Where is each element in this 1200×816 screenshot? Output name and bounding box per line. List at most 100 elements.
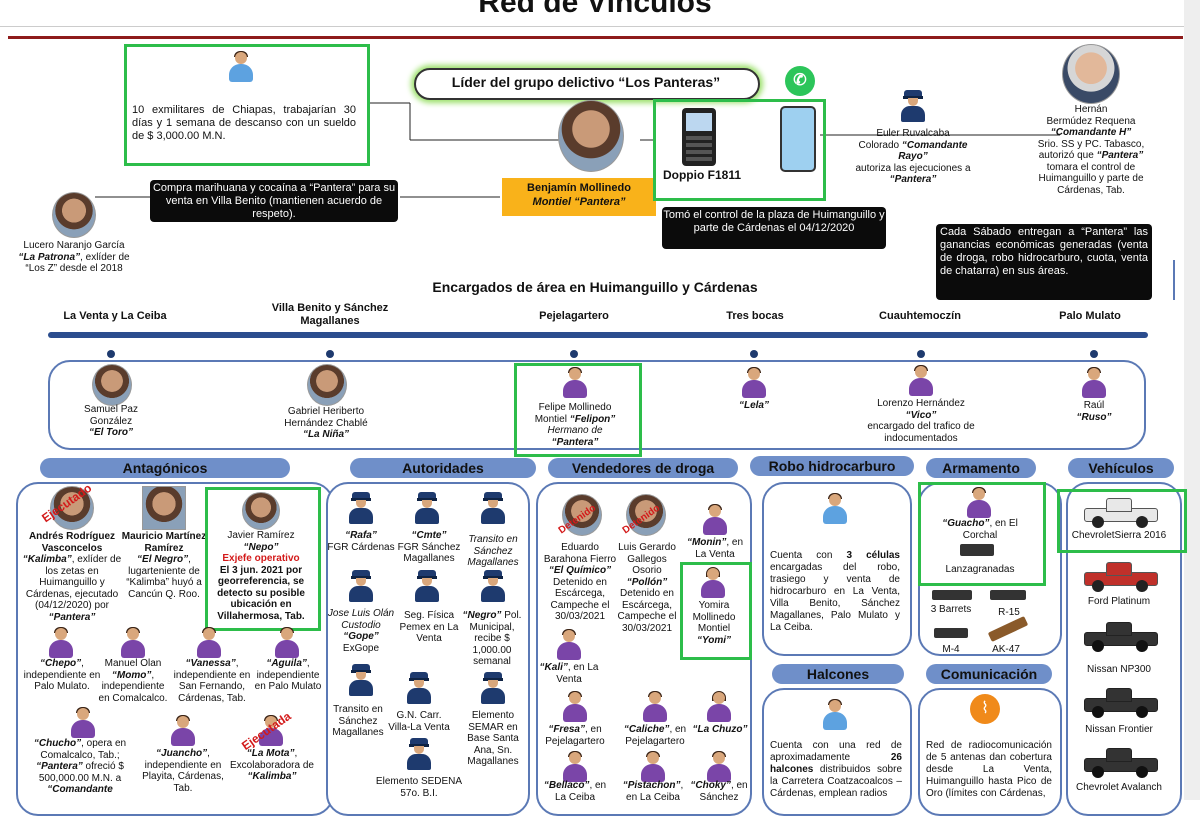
police-avatar-icon: [406, 672, 432, 704]
police-avatar-icon: [414, 570, 440, 602]
lamota-avatar-icon: [258, 715, 284, 746]
auth-alias: “Cmte”: [411, 530, 447, 541]
javier-caption: Javier Ramírez “Nepo” Exjefe operativo E…: [208, 530, 314, 622]
phone-label: Doppio F1811: [662, 168, 742, 182]
enc-alias2: “Pantera”: [551, 436, 599, 448]
ven-alias: “Caliche”: [623, 724, 670, 735]
autoridad-caption: Transito en Sánchez Magallanes: [462, 534, 524, 569]
manuel-caption: Manuel Olan “Momo”, independiente en Com…: [96, 658, 170, 704]
ven-alias: “Pollón”: [626, 576, 668, 588]
euler-alias2: “Pantera”: [889, 174, 937, 185]
autoridad-caption: Jose Luis Olán Custodio “Gope” ExGope: [326, 608, 396, 654]
aguila-caption: “Aguila”, independiente en Palo Mulato: [250, 658, 326, 693]
felipe-box: [514, 363, 642, 457]
patrona-alias: “La Patrona”: [18, 251, 81, 263]
exmilitares-text: 10 exmilitares de Chiapas, trabajarían 3…: [132, 104, 356, 142]
encargado-ruso: Raúl “Ruso”: [1062, 400, 1126, 423]
patrona-desc: , exlíder de “Los Z” desde el 2018: [25, 251, 130, 275]
leader-name-box: [502, 178, 656, 216]
grenade-launcher-icon: [960, 544, 994, 556]
leader-name-line2: Montiel “Pantera”: [532, 196, 626, 208]
autoridad-caption: G.N. Carr. Villa-La Venta: [386, 710, 452, 733]
bellaco-caption: “Bellaco”, en La Ceiba: [540, 780, 610, 803]
truck-icon: [1080, 618, 1160, 652]
robo-t2: encargadas del robo, trasiego y venta de…: [770, 562, 900, 633]
guacho-avatar-icon: [966, 487, 992, 518]
chuzo-caption: “La Chuzo”: [690, 724, 750, 736]
section-armamento: Armamento: [926, 458, 1036, 478]
juancho-desc: , independiente en Playita, Cárdenas, Ta…: [142, 748, 224, 794]
ven-alias: “Bellaco”: [543, 780, 590, 791]
encargado-vico: Lorenzo Hernández “Vico” encargado del t…: [866, 398, 976, 444]
antenna-icon: ⌇: [970, 694, 1000, 724]
vehicle-label: Chevrolet Avalanch: [1076, 782, 1162, 793]
eduardo-caption: Eduardo Barahona Fierro “El Químico” Det…: [540, 542, 620, 623]
area-label: Palo Mulato: [1059, 310, 1121, 322]
hernan-l4: tomara el control de Huimanguillo y part…: [1038, 161, 1144, 196]
samuel-photo: [92, 364, 132, 406]
ven-alias: “Choky”: [690, 780, 731, 791]
ven-name: Luis Gerardo Gallegos Osorio: [618, 542, 676, 576]
encargado-samuel: Samuel Paz González “El Toro”: [66, 404, 156, 439]
header-divider: [8, 36, 1183, 39]
manuel-name: Manuel Olan: [104, 658, 162, 669]
javier-name: Javier Ramírez: [227, 530, 295, 541]
yomira-caption: Yomira Mollinedo Montiel “Yomi”: [684, 600, 744, 646]
chucho-avatar-icon: [70, 707, 96, 738]
auth-desc: Transito en Sánchez Magallanes: [467, 534, 519, 568]
chepo-alias: “Chepo”: [40, 658, 82, 669]
andres-alias: “Kalimba”: [22, 554, 72, 565]
truck-icon: [1080, 744, 1160, 778]
luis-caption: Luis Gerardo Gallegos Osorio “Pollón” De…: [614, 542, 680, 634]
section-comunicacion: Comunicación: [926, 664, 1052, 684]
enc-alias: “Felipon”: [569, 413, 616, 425]
timeline-dot: [570, 350, 578, 358]
javier-box: [205, 487, 321, 631]
took-control-box: Tomó el control de la plaza de Huimangui…: [662, 207, 886, 249]
leader-banner-text: Líder del grupo delictivo “Los Panteras”: [451, 74, 721, 90]
ven-desc: , en La Venta: [556, 662, 599, 685]
timeline-line: [48, 332, 1148, 338]
guacho-caption: “Guacho”, en El Corchal: [928, 518, 1032, 541]
enc-alias: “Vico”: [905, 409, 937, 421]
police-avatar-icon: [480, 492, 506, 524]
manuel-avatar-icon: [120, 627, 146, 658]
ven-alias: “Fresa”: [548, 724, 585, 735]
police-avatar-icon: [348, 664, 374, 696]
aguila-alias: “Aguila”: [266, 658, 307, 669]
ruso-avatar-icon: [1081, 367, 1107, 398]
caliche-avatar-icon: [642, 691, 668, 722]
pistachon-caption: “Pistachon”, en La Ceiba: [616, 780, 690, 803]
auth-alias: “Gope”: [343, 631, 379, 642]
vehicle-label: Nissan NP300: [1087, 664, 1151, 675]
hernan-alias: “Comandante H”: [1050, 127, 1132, 138]
area-label: Cuauhtemoczín: [879, 310, 961, 322]
andres-desc: , exlíder de los zetas en Huimanguillo y…: [25, 554, 122, 611]
title-bar: [0, 0, 1185, 27]
group-avatar-icon: [228, 51, 254, 82]
lela-avatar-icon: [741, 367, 767, 398]
auth-desc: Elemento SEDENA 57o. B.I.: [375, 776, 463, 799]
vanessa-alias: “Vanessa”: [185, 658, 236, 669]
euler-alias: “Comandante Rayo”: [898, 139, 968, 163]
chucho-alias3: “Comandante: [47, 784, 113, 795]
auth-desc: FGR Sánchez Magallanes: [397, 541, 461, 565]
encargado-gabriel: Gabriel Heriberto Hernández Chablé “La N…: [276, 406, 376, 441]
robo-t1: Cuenta con: [770, 550, 833, 561]
guacho-desc: , en El Corchal: [962, 518, 1018, 541]
eduardo-photo: [562, 494, 602, 536]
auth-name: Jose Luis Olán Custodio: [327, 608, 395, 631]
feature-phone-icon: [682, 108, 716, 166]
police-avatar-icon: [406, 738, 432, 770]
weapon-label: R-15: [998, 607, 1020, 618]
guacho-alias: “Guacho”: [942, 518, 990, 529]
aguila-desc: , independiente en Palo Mulato: [254, 658, 322, 692]
vanessa-caption: “Vanessa”, independiente en San Fernando…: [170, 658, 254, 704]
chucho-desc2: ofreció $ 500,000.00 M.N. a: [38, 761, 124, 784]
hernan-l2: Bermúdez Requena: [1046, 115, 1136, 127]
group-avatar-icon: [822, 493, 848, 524]
encargado-lela: “Lela”: [724, 400, 784, 412]
rifle-icon: [932, 590, 972, 600]
halcones-t1: Cuenta con una red de aproximadamente: [770, 740, 902, 763]
auth-desc: Pol. Municipal, recibe $ 1,000.00 semana…: [469, 610, 522, 667]
